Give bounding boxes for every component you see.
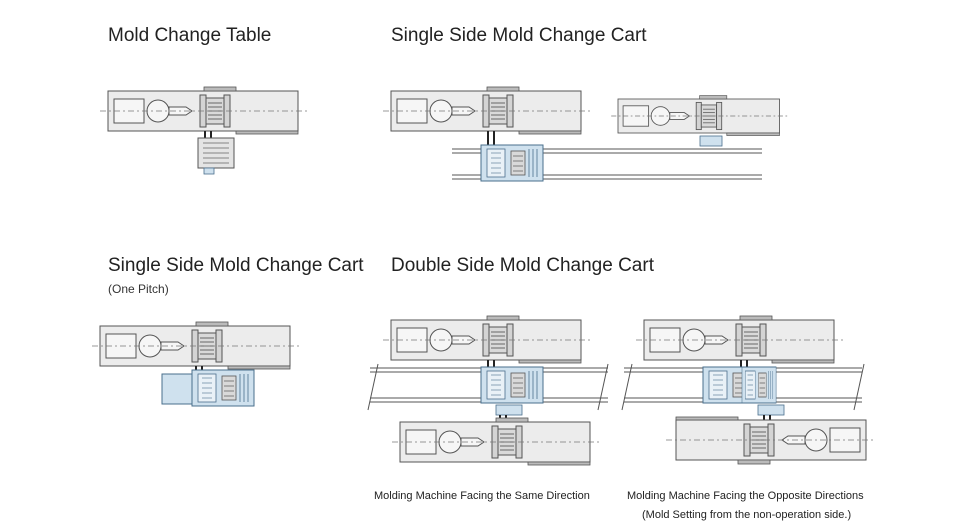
double-side-cart-opposite-directions-diagram [621,315,875,465]
caption-same-direction: Molding Machine Facing the Same Directio… [374,490,590,502]
caption-opposite-directions: Molding Machine Facing the Opposite Dire… [627,490,864,502]
mold-change-table-title: Mold Change Table [108,25,272,46]
caption-opposite-directions-note: (Mold Setting from the non-operation sid… [642,509,852,521]
double-side-cart-same-direction-diagram [367,315,609,466]
single-side-cart-diagram [382,86,789,182]
double-side-cart-title: Double Side Mold Change Cart [391,255,654,276]
single-side-cart-one-pitch-title: Single Side Mold Change Cart [108,255,364,276]
mold-change-table-diagram [99,86,309,175]
single-side-cart-title: Single Side Mold Change Cart [391,25,647,46]
single-side-cart-one-pitch-subtitle: (One Pitch) [108,282,169,296]
single-side-cart-one-pitch-diagram [91,321,301,407]
